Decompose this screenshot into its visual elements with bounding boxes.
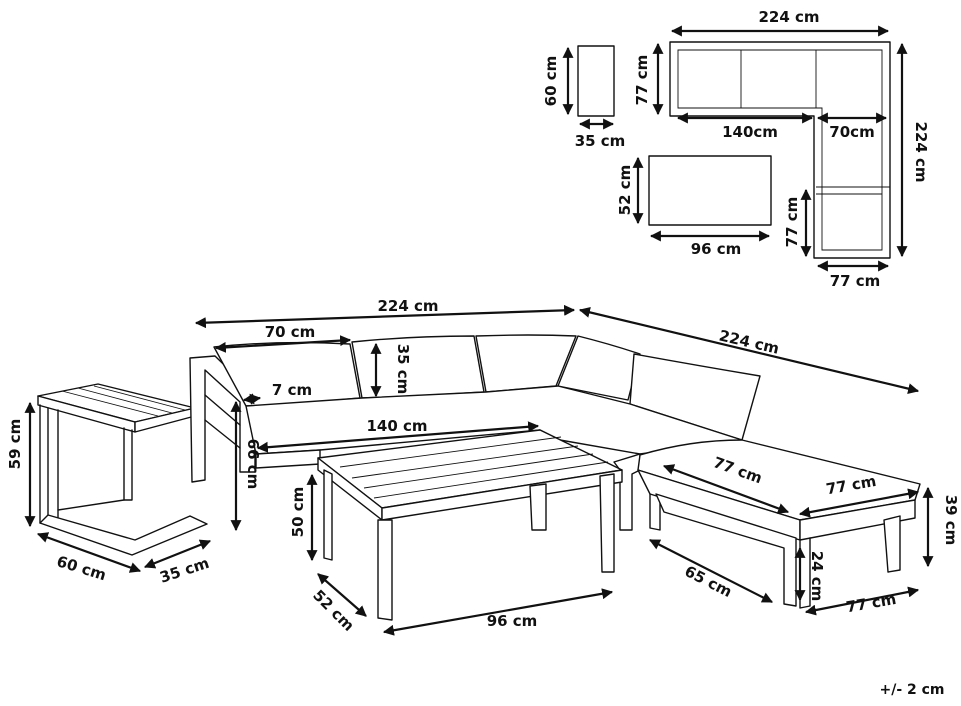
sofa-length-arrow-3d [578,306,920,395]
sofa-plan [669,41,891,259]
perspective-view: 224 cm 224 cm 70 cm 35 cm 7 cm 140 cm 66… [6,297,960,636]
ottoman-top-width-arrow [798,488,920,518]
top-view: 224 cm 60 cm 35 cm 77 cm 140cm 70cm 224 … [542,8,930,290]
cushion-width-label: 70 cm [265,323,316,341]
back-height-label: 35 cm [394,344,412,395]
top-left-section-label: 140cm [722,123,778,141]
top-sofa-length-label: 224 cm [912,121,930,182]
ottoman-front-arrow [804,586,920,616]
seat-width-arrow [256,421,540,453]
top-sofa-width-label: 224 cm [758,8,819,26]
top-table-width-label: 96 cm [691,240,742,258]
table-depth-label: 52 cm [309,586,358,635]
ottoman-height-label: 39 cm [942,495,960,546]
ottoman-front-label: 77 cm [845,590,898,617]
side-table-width-arrow-3d [36,532,142,573]
table-depth-arrow-3d [317,573,367,617]
sofa-width-label: 224 cm [377,297,438,315]
table-width-label: 96 cm [487,612,538,630]
cushion-width-arrow [214,335,352,353]
seat-width-label: 140 cm [366,417,427,435]
sofa-height-label: 66 cm [244,439,262,490]
ottoman-leg-label: 24 cm [808,551,826,602]
armrest-arrow [242,393,262,405]
table-height-label: 50 cm [289,487,307,538]
sofa-length-label: 224 cm [717,326,781,357]
top-sofa-depth-label: 77 cm [633,55,651,106]
top-ottoman-depth-label: 77 cm [783,197,801,248]
top-corner-section-label: 70cm [829,123,874,141]
side-table-depth-arrow-3d [143,539,212,569]
side-table-drawing [37,383,208,556]
top-side-table-depth-label: 35 cm [575,132,626,150]
top-side-table-height-label: 60 cm [542,56,560,107]
table-plan [648,155,772,226]
ottoman-top-depth-arrow [662,464,790,514]
coffee-table-drawing [317,429,623,621]
tolerance-note: +/- 2 cm [879,682,944,698]
armrest-label: 7 cm [272,381,312,399]
side-table-height-label: 59 cm [6,419,24,470]
top-table-depth-label: 52 cm [616,165,634,216]
ottoman-drawing [637,439,921,609]
ottoman-side-arrow [649,539,773,603]
table-width-arrow-3d [382,588,614,636]
sofa-width-arrow-3d [194,304,576,329]
ottoman-side-label: 65 cm [682,562,735,601]
side-table-plan [577,45,615,117]
top-ottoman-width-label: 77 cm [830,272,881,290]
